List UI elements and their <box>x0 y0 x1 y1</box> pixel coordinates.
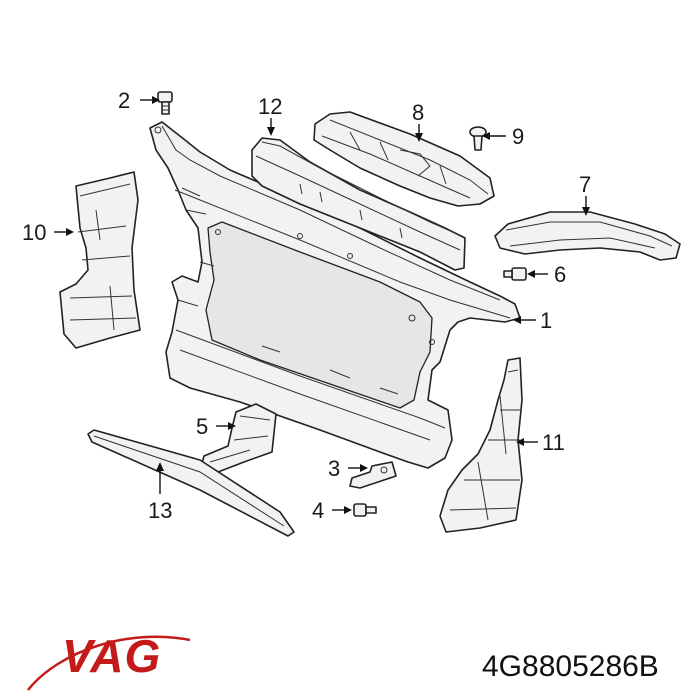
vag-logo-text: VAG <box>62 630 161 682</box>
part-1-lock-carrier <box>149 121 521 469</box>
callout-4: 4 <box>312 498 324 523</box>
part-13-lower-strip <box>87 429 295 537</box>
callout-10: 10 <box>22 220 46 245</box>
part-3-bracket <box>349 461 397 489</box>
part-12-upper-cover <box>251 137 466 271</box>
part-8-air-guide <box>313 111 495 207</box>
part-6-bolt <box>503 267 527 281</box>
callout-6: 6 <box>554 262 566 287</box>
callout-1: 1 <box>540 308 552 333</box>
leader-lines <box>54 96 590 514</box>
callout-9: 9 <box>512 124 524 149</box>
part-10-left-duct <box>59 171 141 349</box>
callout-12: 12 <box>258 94 282 119</box>
callout-3: 3 <box>328 456 340 481</box>
callout-labels: 2 12 8 9 7 6 1 10 11 5 3 4 13 <box>22 88 591 523</box>
part-number: 4G8805286B <box>482 650 659 683</box>
callout-2: 2 <box>118 88 130 113</box>
part-9-clip <box>469 126 487 151</box>
callout-11: 11 <box>542 430 565 455</box>
part-2-bolt <box>157 91 173 115</box>
callout-7: 7 <box>579 172 591 197</box>
callout-13: 13 <box>148 498 172 523</box>
part-4-bolt <box>353 503 377 517</box>
callout-5: 5 <box>196 414 208 439</box>
part-5-bracket <box>199 403 277 473</box>
part-7-bracket <box>494 211 681 261</box>
vag-logo: VAG <box>27 630 191 691</box>
callout-8: 8 <box>412 100 424 125</box>
part-11-right-duct <box>439 357 523 533</box>
